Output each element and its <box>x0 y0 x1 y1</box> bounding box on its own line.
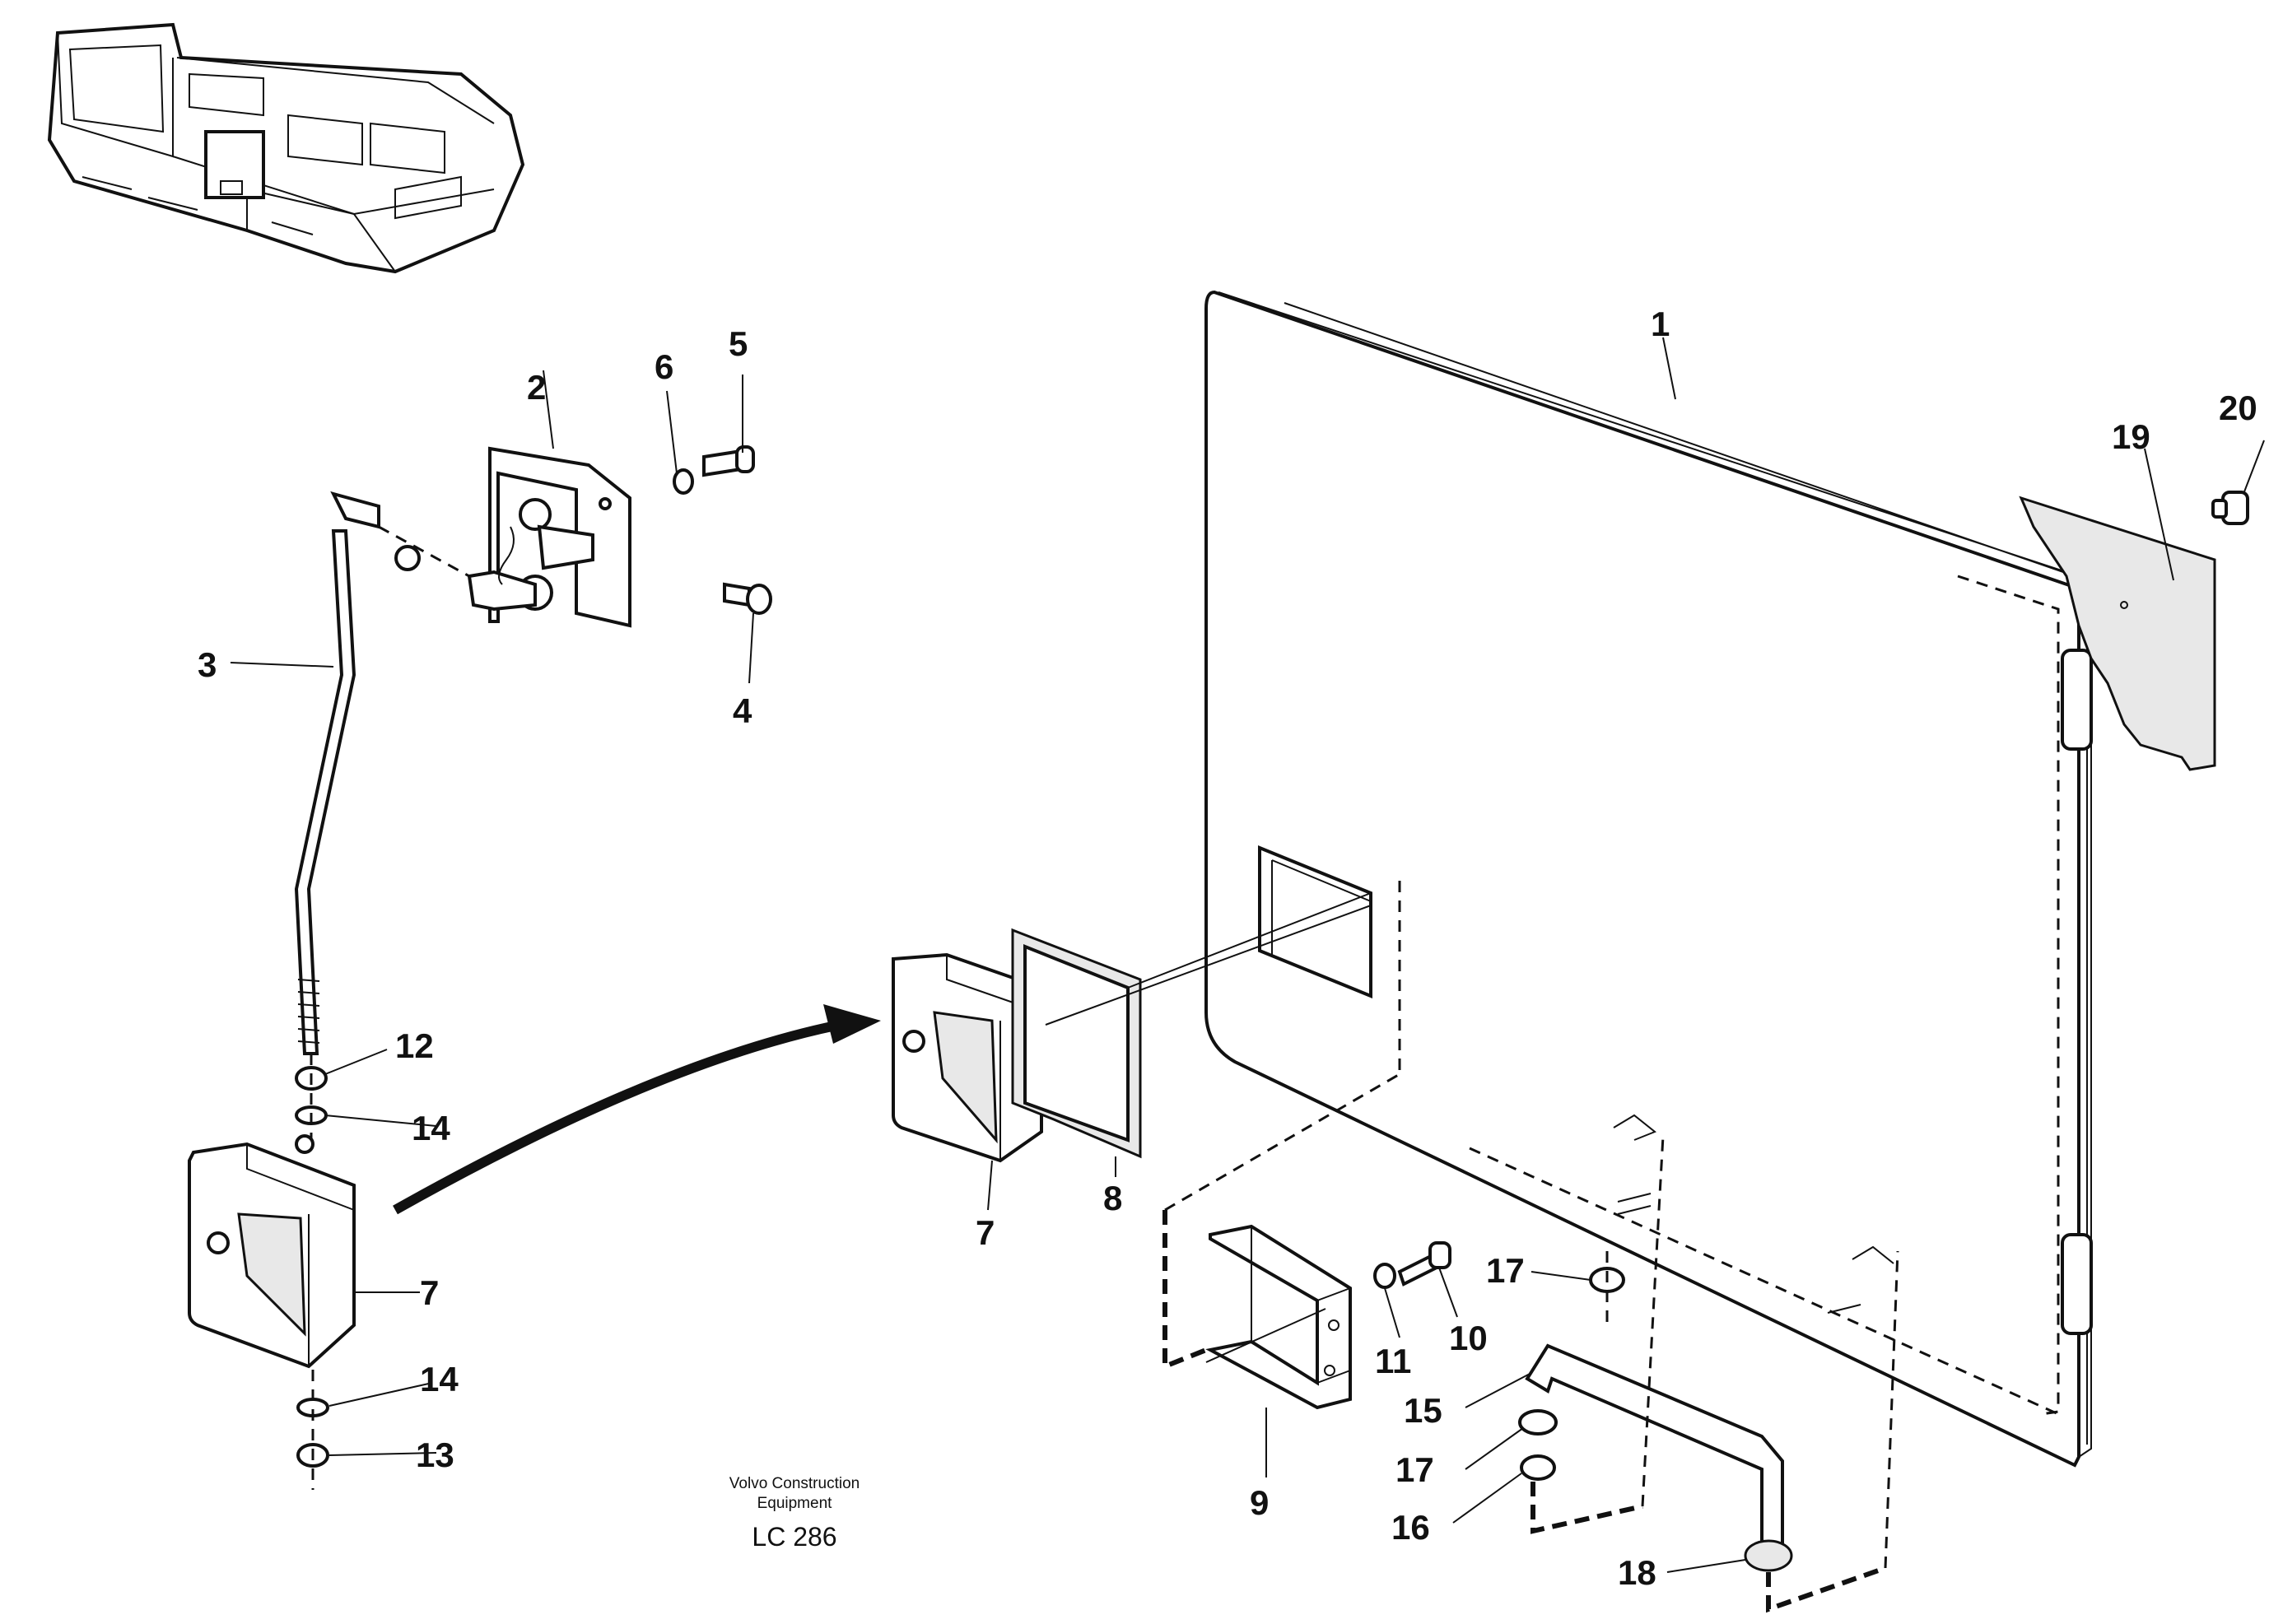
callout-12: 12 <box>395 1026 434 1065</box>
callout-16: 16 <box>1391 1508 1430 1547</box>
push-fastener <box>2211 491 2249 525</box>
lock-rod <box>294 491 470 1055</box>
callout-labels: 1 2 3 4 5 6 7 7 8 9 10 11 12 13 14 14 15… <box>198 305 2257 1592</box>
callout-9: 9 <box>1250 1483 1269 1522</box>
bracket <box>1205 1224 1352 1410</box>
document-caption: Volvo Construction Equipment LC 286 <box>729 1475 860 1552</box>
leader-lines <box>230 337 2265 1573</box>
caption-line-1: Volvo Construction <box>729 1475 860 1492</box>
assembly-arrow <box>393 1004 881 1215</box>
machine-overview-illustration <box>47 22 525 274</box>
screw-5 <box>702 445 755 477</box>
callout-1: 1 <box>1651 305 1670 343</box>
callout-17-lower: 17 <box>1395 1450 1434 1489</box>
callout-10: 10 <box>1449 1319 1488 1357</box>
callout-17-upper: 17 <box>1486 1251 1525 1290</box>
callout-14-upper: 14 <box>412 1109 450 1147</box>
screw-4 <box>723 582 772 615</box>
washer-17-lower <box>1518 1409 1558 1436</box>
insulation-pad <box>2019 496 2216 771</box>
callout-20: 20 <box>2219 389 2257 427</box>
callout-19: 19 <box>2112 417 2150 456</box>
gasket <box>1011 892 1372 1159</box>
callout-13: 13 <box>416 1436 454 1474</box>
washer-6 <box>673 468 694 495</box>
callout-11: 11 <box>1375 1342 1411 1380</box>
caption-line-2: Equipment <box>757 1495 833 1512</box>
callout-8: 8 <box>1103 1179 1122 1217</box>
callout-3: 3 <box>198 645 217 684</box>
callout-14-lower: 14 <box>420 1360 459 1398</box>
callout-6: 6 <box>655 347 673 386</box>
grommet-18 <box>1744 1539 1793 1572</box>
callout-7-right: 7 <box>976 1213 995 1252</box>
callout-4: 4 <box>733 691 752 730</box>
grommet-16 <box>1520 1454 1556 1481</box>
screw-10 <box>1397 1241 1451 1287</box>
callout-5: 5 <box>729 324 748 363</box>
callout-7-left: 7 <box>420 1273 439 1312</box>
lock-handle-right <box>892 952 1043 1163</box>
washer-11 <box>1373 1263 1396 1289</box>
callout-15: 15 <box>1404 1391 1442 1430</box>
lock-mechanism <box>467 446 631 628</box>
callout-18: 18 <box>1618 1553 1656 1592</box>
illustration-code: LC 286 <box>752 1522 836 1552</box>
lock-handle-left <box>188 1134 356 1369</box>
callout-2: 2 <box>527 368 546 407</box>
